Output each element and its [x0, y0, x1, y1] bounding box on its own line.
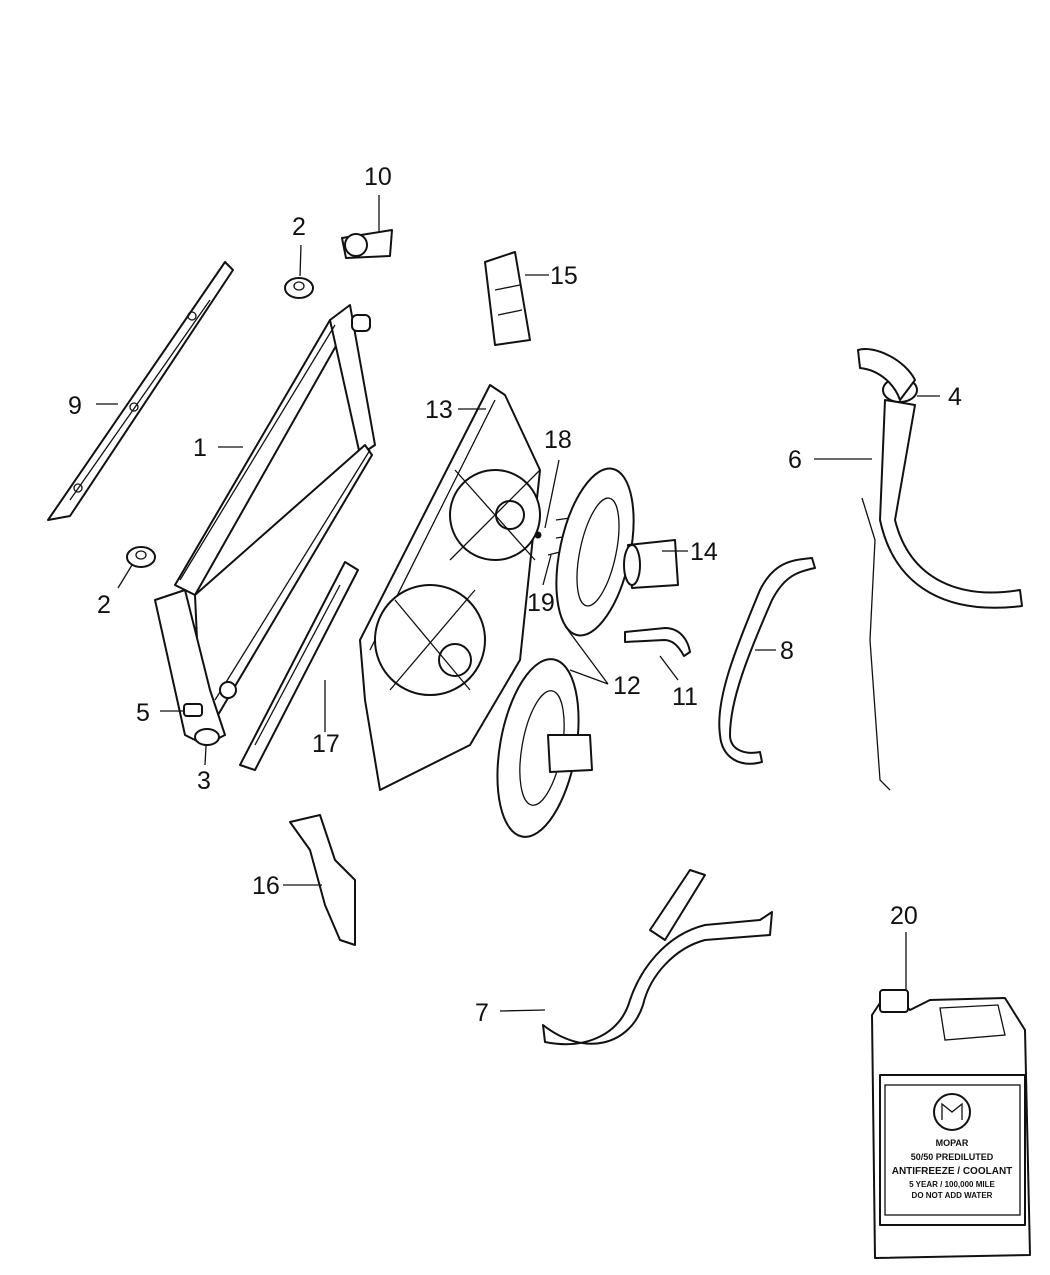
- part-8-hose: [718, 557, 816, 765]
- callout-18: 18: [544, 426, 572, 454]
- part-12-fan-lower: [496, 658, 593, 838]
- callout-6: 6: [788, 446, 802, 474]
- jug-brand: MOPAR: [936, 1138, 969, 1148]
- part-13-fan-shroud: [359, 384, 541, 791]
- part-10-upper-bracket: [341, 229, 393, 259]
- callout-9: 9: [68, 392, 82, 420]
- jug-line-1: 50/50 PREDILUTED: [911, 1152, 994, 1162]
- part-17-lower-seal: [239, 561, 359, 771]
- callout-3: 3: [197, 767, 211, 795]
- callout-numbers: 1 2 2 3 4 5 6 7 8 9 10 11 12 13 14 15 16…: [68, 163, 962, 1027]
- callout-2-lower: 2: [97, 591, 111, 619]
- part-2-upper-isolator: [284, 277, 314, 299]
- part-11-small-hose: [624, 627, 691, 657]
- part-20-coolant-jug: [871, 989, 1031, 1259]
- part-2-lower-isolator: [126, 546, 156, 568]
- callout-17: 17: [312, 730, 340, 758]
- part-16-lower-bracket: [289, 814, 356, 946]
- callout-19: 19: [527, 589, 555, 617]
- callout-4: 4: [948, 383, 962, 411]
- part-15-upper-deflector: [484, 251, 531, 346]
- part-9-air-seal: [47, 261, 234, 521]
- callout-2-upper: 2: [292, 213, 306, 241]
- callout-8: 8: [780, 637, 794, 665]
- callout-1: 1: [193, 434, 207, 462]
- callout-13: 13: [425, 396, 453, 424]
- jug-line-2: ANTIFREEZE / COOLANT: [892, 1166, 1013, 1177]
- callout-14: 14: [690, 538, 718, 566]
- part-7-lower-hose: [542, 869, 773, 1046]
- callout-10: 10: [364, 163, 392, 191]
- callout-12: 12: [613, 672, 641, 700]
- part-3-drain-cock: [194, 728, 220, 746]
- callout-15: 15: [550, 262, 578, 290]
- callout-16: 16: [252, 872, 280, 900]
- jug-line-3: 5 YEAR / 100,000 MILE: [909, 1180, 995, 1189]
- callout-7: 7: [475, 999, 489, 1027]
- part-5-bracket: [183, 703, 203, 717]
- leader-lines: [96, 195, 940, 1012]
- part-1-radiator: [154, 304, 376, 746]
- coolant-jug-label: MOPAR 50/50 PREDILUTED ANTIFREEZE / COOL…: [892, 1138, 1013, 1200]
- part-6-radiator-hose: [857, 348, 1023, 791]
- callout-5: 5: [136, 699, 150, 727]
- part-14-fan-motor: [623, 539, 679, 589]
- callout-20: 20: [890, 902, 918, 930]
- jug-line-4: DO NOT ADD WATER: [912, 1191, 993, 1200]
- callout-11: 11: [672, 683, 698, 711]
